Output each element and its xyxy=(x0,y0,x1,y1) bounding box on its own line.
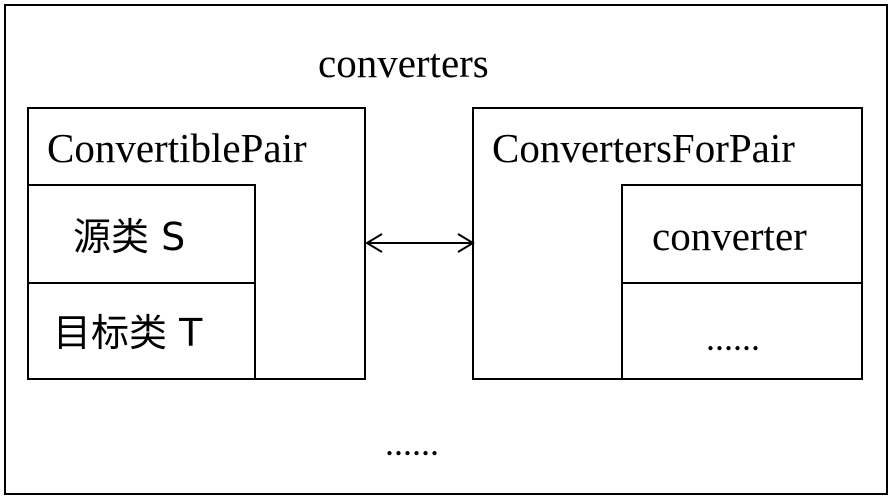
converter-label: converter xyxy=(652,213,807,259)
container-title: converters xyxy=(318,40,489,86)
more-converters-cell xyxy=(621,282,863,380)
bidirectional-arrow-icon xyxy=(365,233,475,253)
converters-for-pair-title: ConvertersForPair xyxy=(492,125,795,171)
convertible-pair-title: ConvertiblePair xyxy=(47,125,307,171)
target-type-label: 目标类 T xyxy=(53,311,203,355)
target-type-cell xyxy=(27,282,256,380)
source-type-label: 源类 S xyxy=(73,215,186,259)
converter-cell xyxy=(621,184,863,284)
more-converters-ellipsis: ...... xyxy=(706,318,760,358)
container-ellipsis: ...... xyxy=(385,423,439,463)
